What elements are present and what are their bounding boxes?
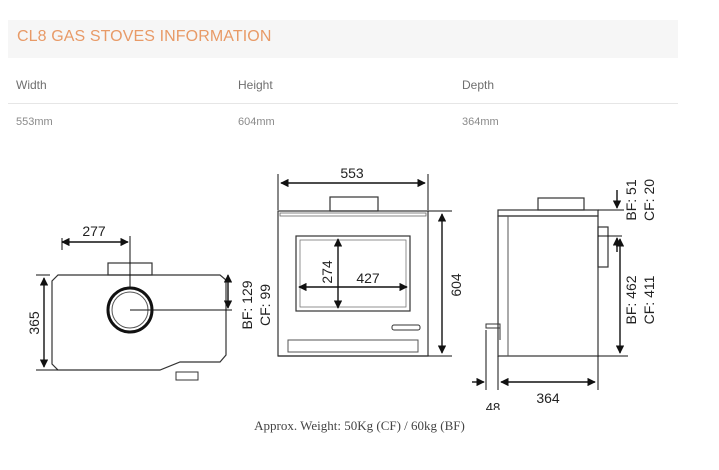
dim-bf462-label: BF: 462 (623, 275, 639, 324)
dim-cf411-label: CF: 411 (641, 275, 657, 324)
spec-value-depth: 364mm (462, 116, 499, 128)
weight-caption: Approx. Weight: 50Kg (CF) / 60kg (BF) (254, 418, 465, 433)
dimension-diagram: 277 365 BF: 129 CF: 99 553 274 (26, 165, 657, 410)
side-view-body (497, 215, 599, 357)
dim-274-label: 274 (319, 260, 335, 284)
dim-553-label: 553 (340, 165, 364, 181)
dim-427-label: 427 (356, 270, 380, 286)
front-view-window (295, 235, 411, 312)
side-view: BF: 51 CF: 20 BF: 462 CF: 411 364 48 (472, 179, 657, 410)
dim-bf51-label: BF: 51 (623, 179, 639, 220)
spec-header-height: Height (238, 78, 273, 92)
dim-cf99-label: CF: 99 (257, 284, 273, 326)
dim-604-label: 604 (448, 273, 464, 297)
section-header: CL8 GAS STOVES INFORMATION (8, 20, 678, 58)
section-title: CL8 GAS STOVES INFORMATION (17, 28, 272, 45)
dim-bf129-label: BF: 129 (239, 280, 255, 329)
spec-header-depth: Depth (462, 78, 495, 92)
dim-48-label: 48 (486, 400, 500, 410)
dim-cf20-label: CF: 20 (641, 179, 657, 221)
spec-header-width: Width (16, 78, 47, 92)
dim-364-label: 364 (536, 390, 560, 406)
front-view-body (277, 210, 429, 357)
top-view: 277 365 BF: 129 CF: 99 (26, 223, 273, 381)
spec-divider (8, 103, 678, 104)
dim-365-label: 365 (26, 311, 42, 335)
front-view-flue (329, 196, 379, 212)
spec-value-height: 604mm (238, 116, 275, 128)
dim-277-label: 277 (82, 223, 106, 239)
front-view: 553 274 427 604 (277, 165, 464, 357)
side-view-flue (537, 197, 585, 211)
spec-value-width: 553mm (16, 116, 53, 128)
side-view-rear-pipe (597, 226, 609, 268)
